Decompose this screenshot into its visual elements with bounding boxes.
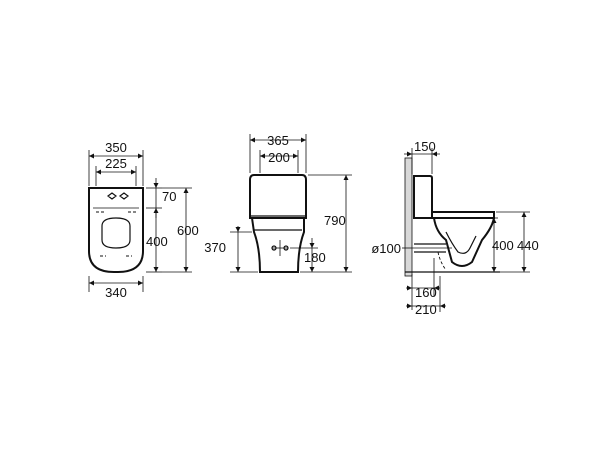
dim-label-200: 200	[268, 150, 290, 165]
side-view-trap-inner	[445, 231, 477, 254]
top-view-bowl-inner	[101, 217, 131, 249]
dim-label-70: 70	[162, 189, 176, 204]
dim-arrows-225	[96, 169, 136, 175]
dim-label-350: 350	[105, 140, 127, 155]
wall-section	[404, 157, 413, 277]
dim-label-225: 225	[105, 156, 127, 171]
dim-arrow-400	[153, 267, 159, 272]
side-view-tank	[413, 175, 433, 219]
side-view: 150 ø100 400 440 160 210	[371, 139, 538, 317]
front-view-fix-right	[283, 245, 289, 251]
dim-label-400: 400	[146, 234, 168, 249]
top-view-bowl-outline	[88, 187, 144, 273]
dim-label-150: 150	[414, 139, 436, 154]
front-view: 365 200 790 370 180	[204, 133, 352, 273]
front-view-bowl	[250, 217, 305, 273]
top-view: 350 225 340 70 400 600	[88, 140, 199, 300]
dim-label-210: 210	[415, 302, 437, 317]
front-view-tank	[249, 174, 307, 219]
side-view-bowl-trap	[433, 217, 495, 267]
dim-label-400s: 400	[492, 238, 514, 253]
top-view-fixing-bolts	[107, 192, 129, 200]
side-view-bowl-top	[432, 211, 495, 219]
side-view-dashed-outlet	[437, 251, 447, 271]
dim-label-180: 180	[304, 250, 326, 265]
dim-label-365: 365	[267, 133, 289, 148]
dim-label-790: 790	[324, 213, 346, 228]
dim-label-370: 370	[204, 240, 226, 255]
dim-label-440: 440	[517, 238, 539, 253]
dim-label-160: 160	[415, 285, 437, 300]
dim-label-diameter: ø100	[371, 241, 401, 256]
dim-arrows-370	[235, 227, 241, 272]
front-view-fix-left	[271, 245, 277, 251]
dim-label-340: 340	[105, 285, 127, 300]
dim-label-600: 600	[177, 223, 199, 238]
